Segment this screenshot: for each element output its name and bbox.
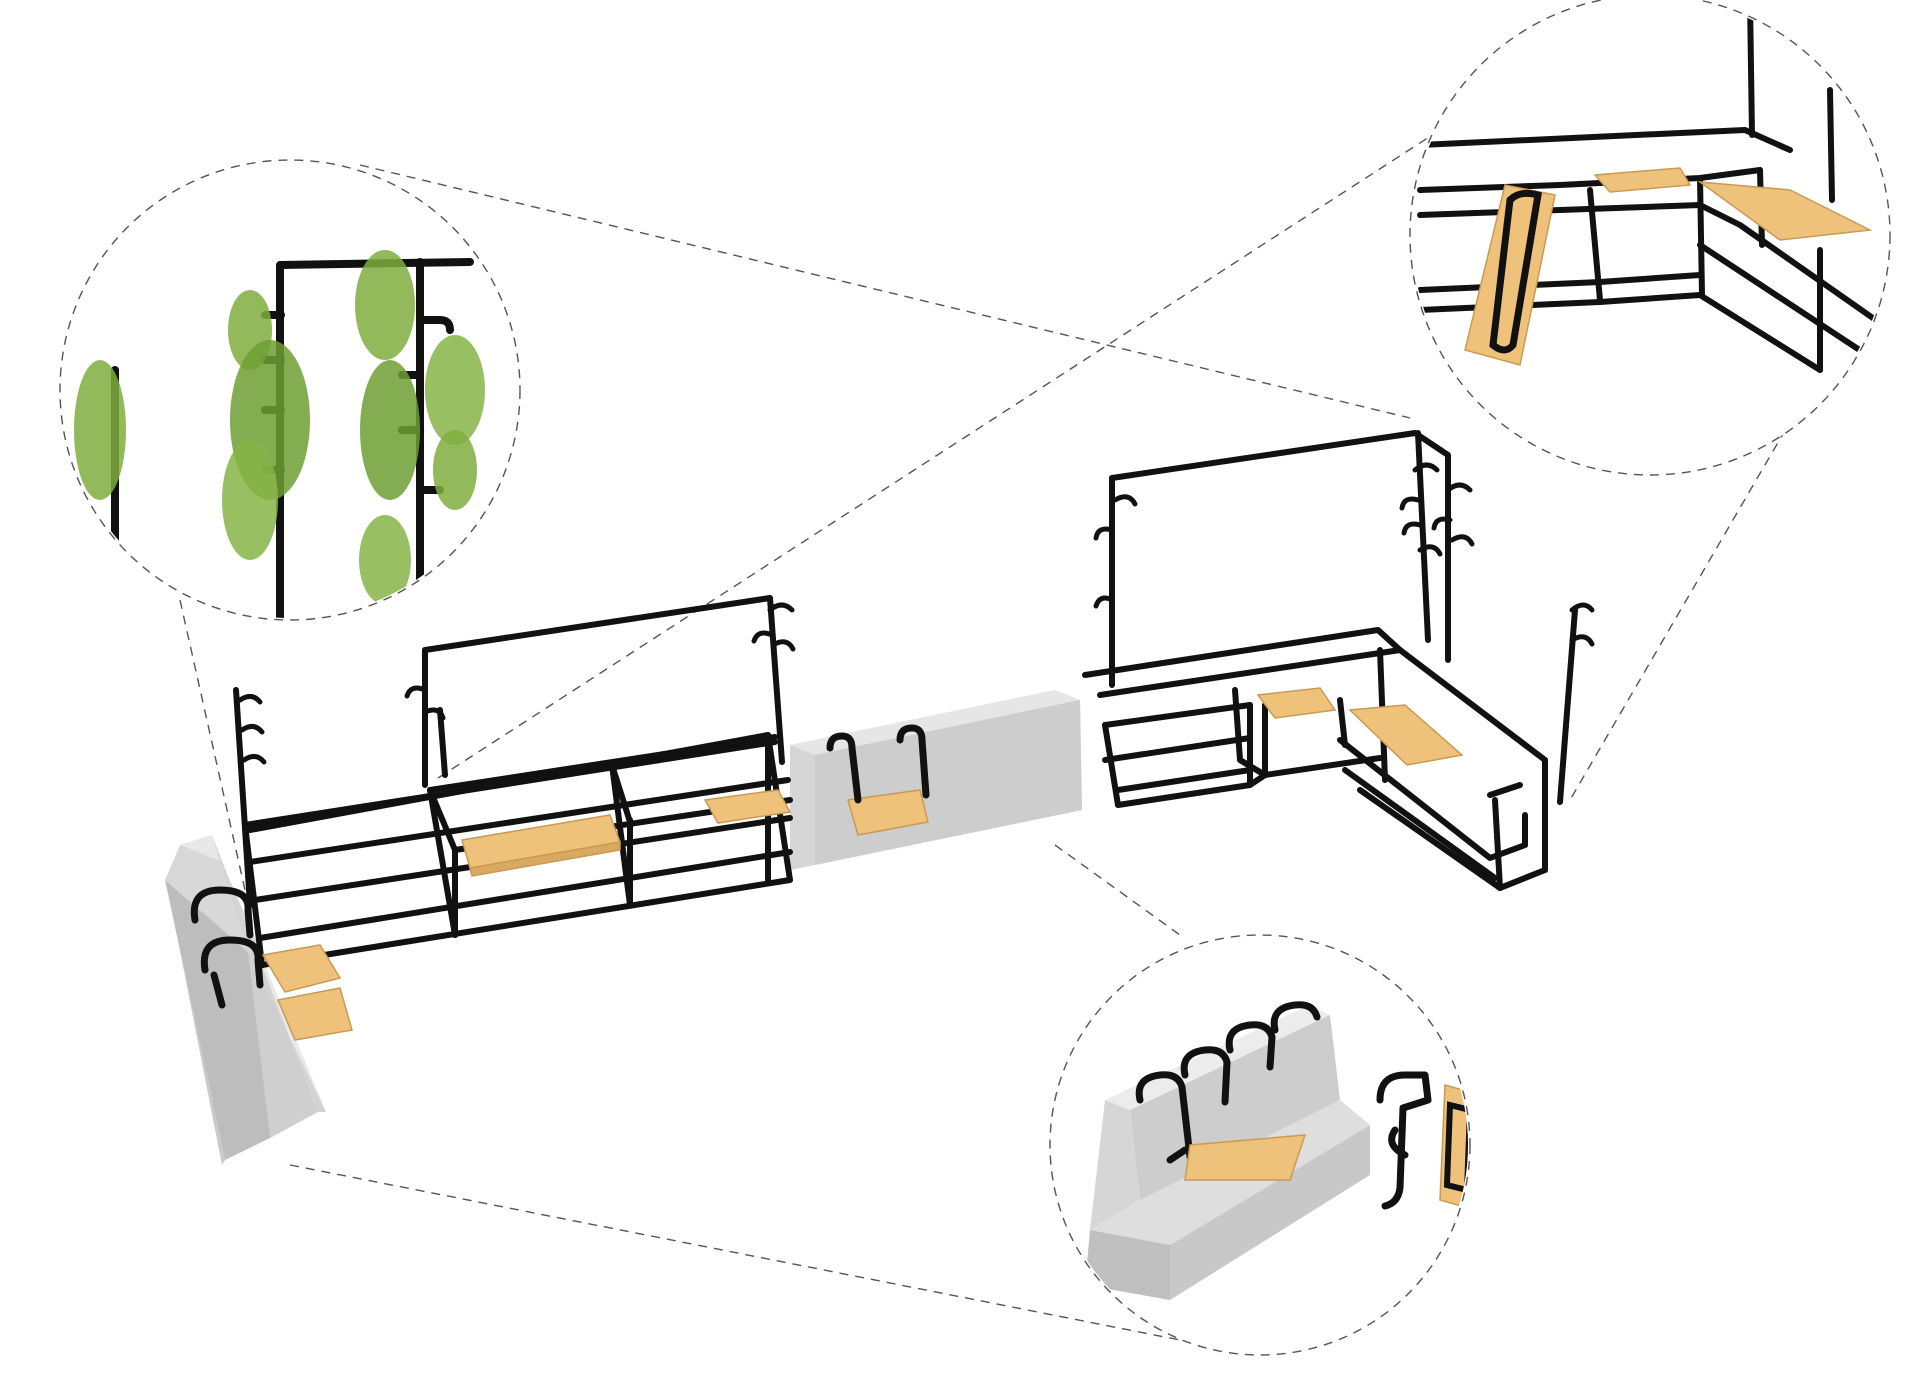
barrier-seat-brackets	[190, 724, 930, 1009]
hook-icon	[241, 754, 267, 765]
callout-lines	[179, 129, 1891, 1341]
hook-icon	[1112, 494, 1138, 507]
hook-icon	[1431, 516, 1453, 531]
wood-seat	[703, 789, 792, 824]
left-bench-frame	[233, 595, 793, 968]
middle-concrete-barrier	[790, 690, 1082, 870]
hook-icon	[1449, 534, 1475, 547]
right-post-hooks	[1093, 462, 1595, 647]
hook-icon	[1445, 482, 1473, 493]
hook-icon	[1412, 462, 1440, 473]
right-bench-seats	[1256, 687, 1464, 766]
hook-icon	[770, 639, 796, 652]
wood-seat	[1184, 1134, 1307, 1181]
callout-hanging-plants	[59, 159, 521, 621]
wood-seat	[276, 987, 353, 1041]
hook-icon	[237, 694, 263, 705]
hanging-plant-icon	[74, 250, 485, 605]
left-post-hooks	[237, 602, 796, 765]
hook-icon	[1399, 496, 1421, 511]
wood-seat	[847, 789, 929, 836]
hook-icon	[767, 602, 795, 613]
wood-seat	[1348, 704, 1464, 766]
hook-icon	[1569, 602, 1595, 613]
hook-icon	[404, 685, 428, 699]
hook-icon	[1093, 526, 1115, 541]
callout-barrier-seat	[1049, 934, 1471, 1356]
right-bench-frame	[1082, 430, 1578, 891]
left-bench-seats	[261, 789, 929, 1041]
hook-icon	[751, 630, 775, 644]
hook-icon	[239, 724, 265, 735]
main-assembly	[165, 430, 1595, 1165]
wood-seat	[261, 944, 342, 993]
hook-icon	[422, 707, 446, 721]
hook-icon	[1093, 595, 1115, 609]
hook-icon	[1417, 544, 1443, 557]
left-concrete-barrier	[165, 835, 326, 1165]
hook-icon	[1401, 521, 1423, 536]
wood-seat	[1256, 687, 1337, 719]
hook-icon	[1569, 634, 1595, 647]
callout-corner-seat	[1409, 0, 1891, 476]
